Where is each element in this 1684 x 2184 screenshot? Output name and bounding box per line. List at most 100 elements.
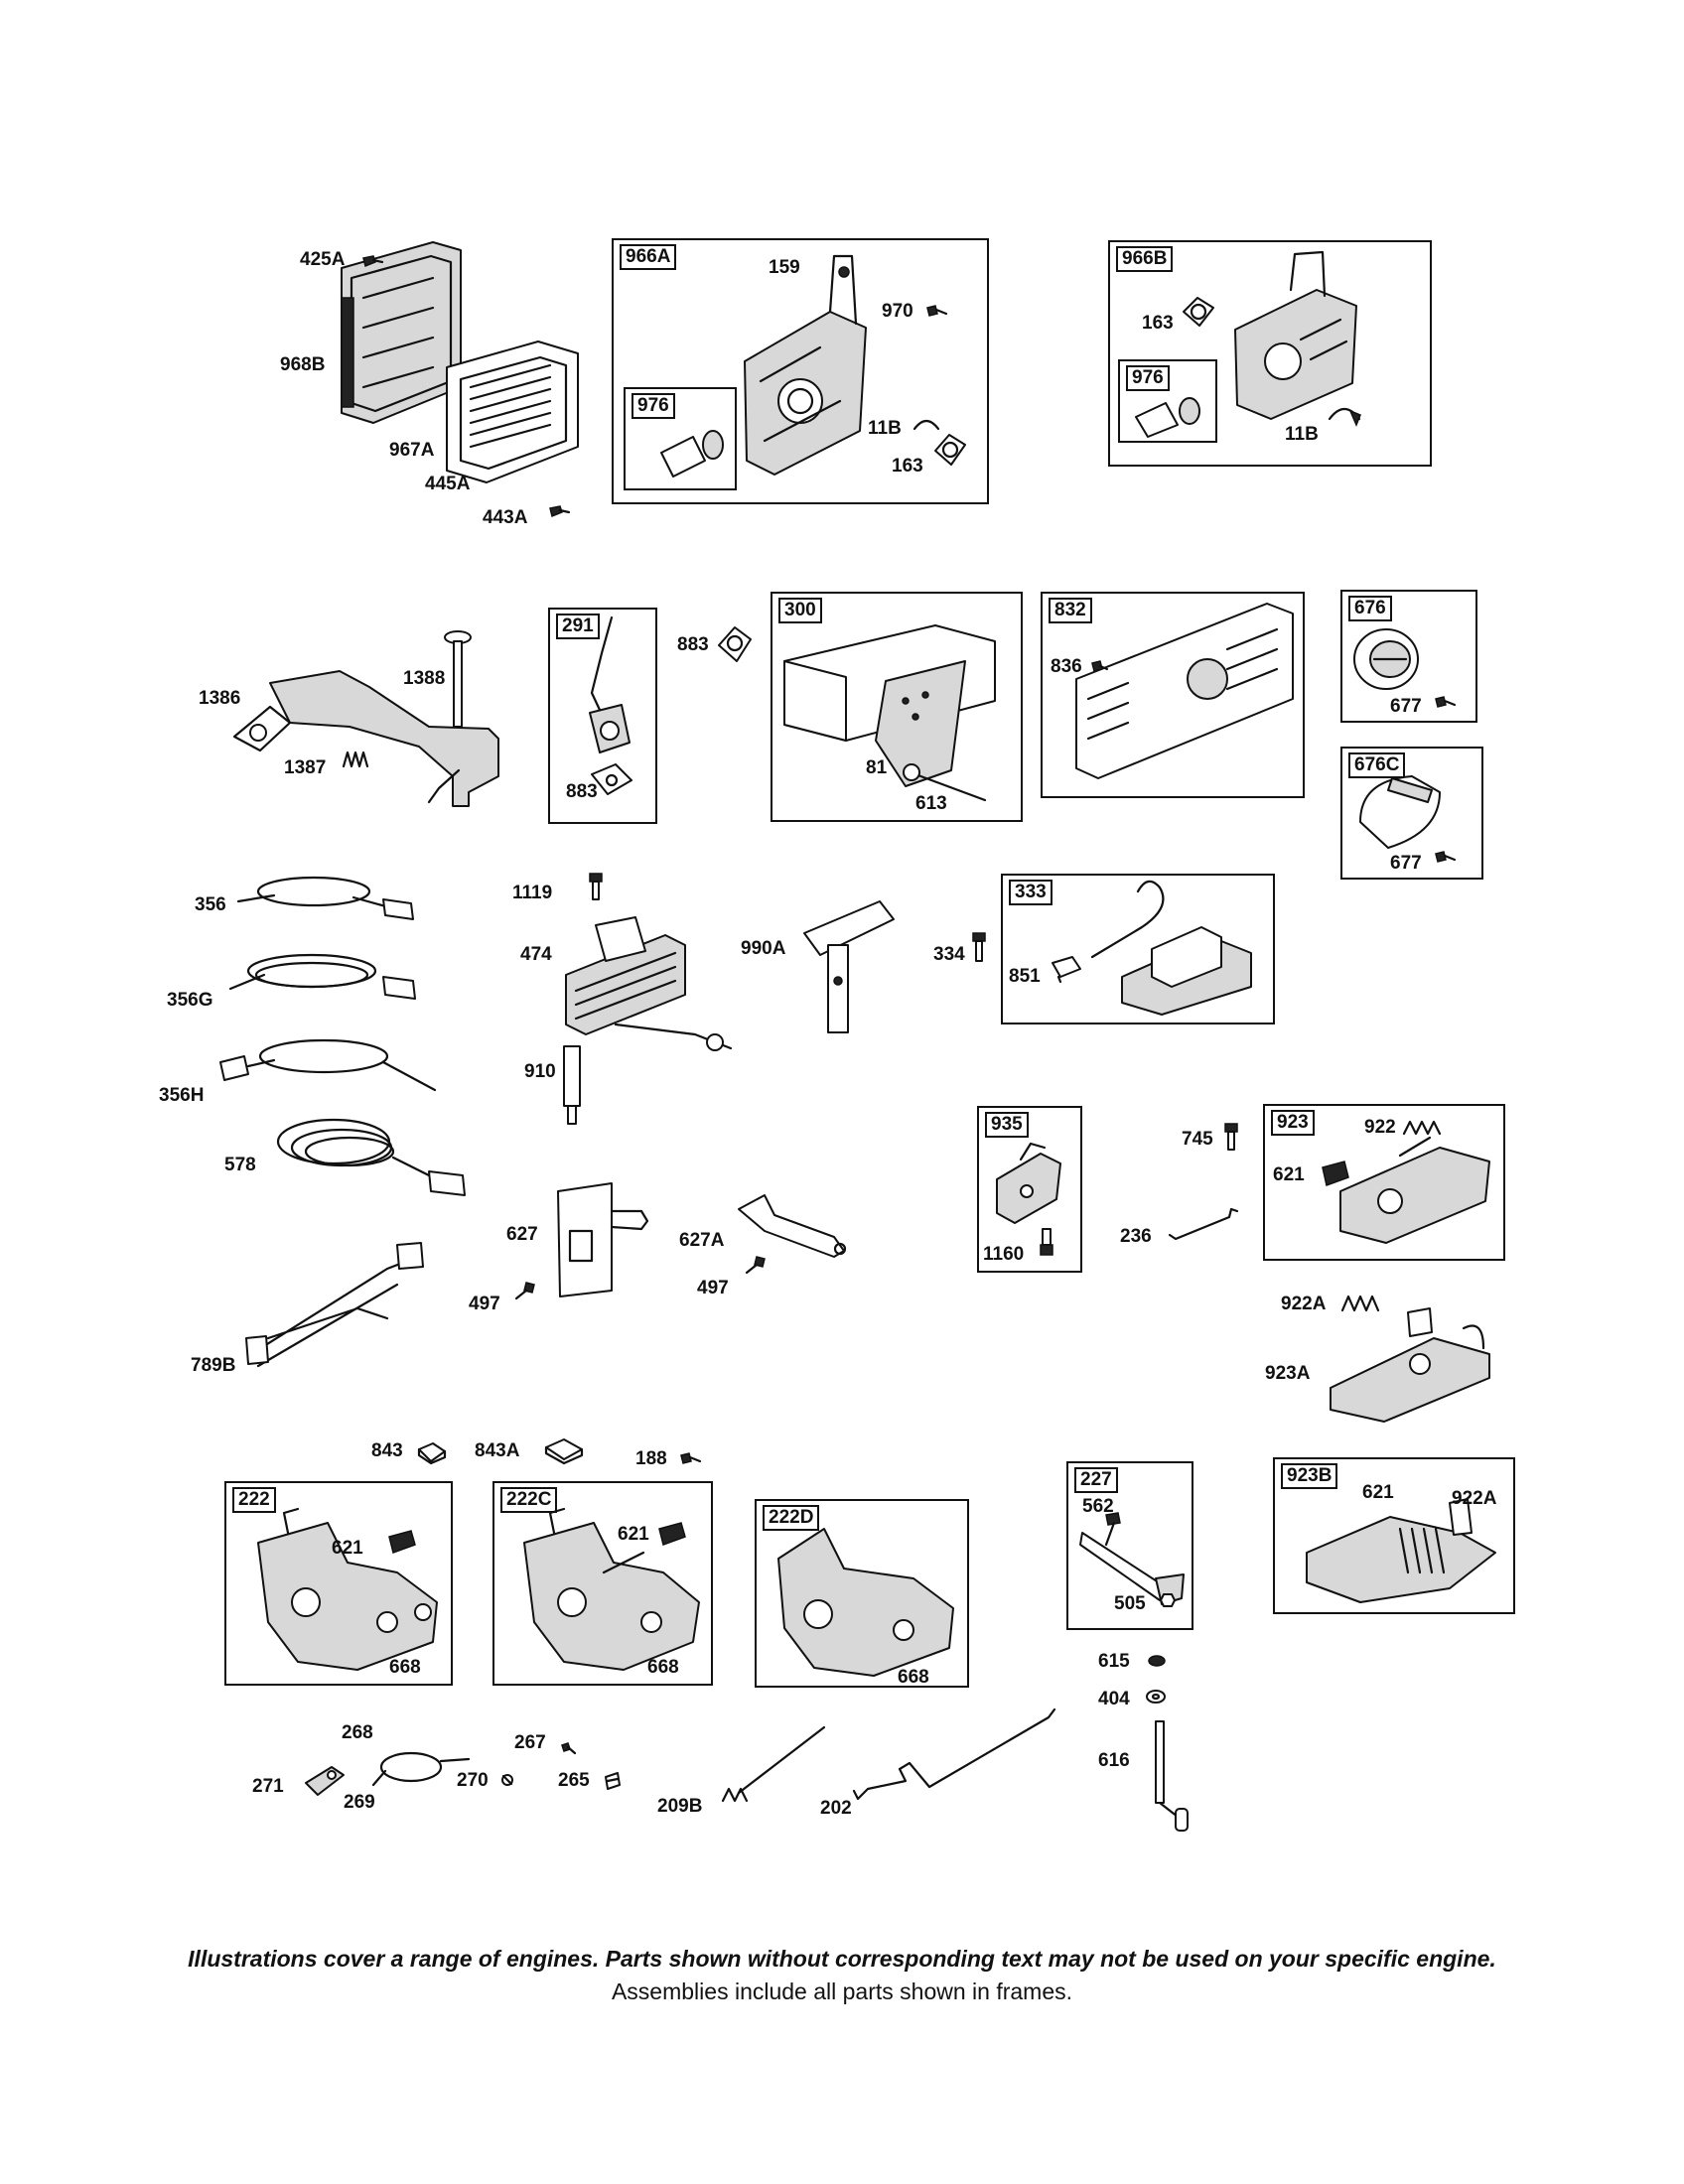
screw-497-a-drawing [512,1281,536,1300]
spacer-910-drawing [560,1044,584,1126]
clip-11b-a-drawing [912,417,941,433]
clip-270-drawing [500,1773,514,1787]
callout-1386: 1386 [199,688,241,709]
frame-label: 333 [1009,880,1052,905]
clip-621-a-drawing [1319,1160,1352,1189]
rod-202-drawing [850,1707,1058,1807]
screw-267-drawing [560,1741,577,1755]
block-843-drawing [417,1441,447,1465]
callout-265: 265 [558,1770,590,1791]
bracket-222d-drawing [765,1519,959,1678]
callout-967a: 967A [389,440,435,461]
bolt-1119-drawing [588,872,604,901]
guard-676-drawing [1350,623,1422,695]
bracket-271-drawing [302,1763,348,1799]
frame-label: 923 [1271,1110,1315,1136]
frame-966b: 966B [1108,240,1432,467]
frame-label: 227 [1074,1467,1118,1493]
screw-443a-drawing [548,504,571,518]
disclaimer-text: Illustrations cover a range of engines. … [188,1946,1496,1972]
callout-474: 474 [520,944,552,965]
callout-268: 268 [342,1722,373,1743]
screw-1160-drawing [1039,1227,1054,1257]
frame-222c: 222C [492,1481,713,1686]
callout-404: 404 [1098,1689,1130,1709]
heat-shield-832-drawing [1068,600,1297,782]
frame-676: 676 [1340,590,1477,723]
screw-970-drawing [925,304,948,320]
frame-label: 291 [556,614,600,639]
gasket-883-a-drawing [715,623,755,665]
callout-615: 615 [1098,1651,1130,1672]
connector-851-drawing [1051,953,1082,984]
screw-188-drawing [679,1451,702,1467]
link-236-drawing [1166,1205,1241,1241]
frame-label: 300 [778,598,822,623]
frame-label: 935 [985,1112,1029,1138]
callout-677-a: 677 [1390,696,1422,717]
handle-990a-drawing [800,897,900,1036]
bracket-222c-drawing [504,1503,703,1672]
callout-621-b: 621 [332,1538,363,1559]
callout-922a-a: 922A [1281,1294,1327,1314]
stop-switch-291-drawing [572,614,639,802]
air-filter-drawing [441,338,582,486]
callout-922: 922 [1364,1117,1396,1138]
muffler-300-drawing [776,621,1005,810]
callout-621-d: 621 [1362,1482,1394,1503]
callout-883-a: 883 [677,634,709,655]
frame-label: 676C [1348,752,1406,778]
wire-356g-drawing [224,949,429,1009]
callout-883-b: 883 [566,781,598,802]
washer-404-drawing [1146,1690,1166,1704]
screw-677-a-drawing [1434,695,1457,711]
callout-445a: 445A [425,474,471,494]
carburetor-base-966a-drawing [741,252,870,477]
wire-578-drawing [264,1102,489,1201]
wire-356h-drawing [214,1032,439,1094]
clip-11b-b-drawing [1327,403,1362,427]
bolt-745-drawing [1223,1122,1239,1152]
frame-227: 227 [1066,1461,1193,1630]
callout-270: 270 [457,1770,489,1791]
gasket-163-b-drawing [1180,294,1217,330]
assemblies-note: Assemblies include all parts shown in fr… [611,1979,1073,2004]
spring-922-drawing [1402,1118,1444,1140]
governor-control-923a-drawing [1325,1307,1495,1424]
callout-578: 578 [224,1155,256,1175]
callout-613: 613 [915,793,947,814]
callout-334: 334 [933,944,965,965]
callout-209b: 209B [657,1796,703,1817]
frame-label: 676 [1348,596,1392,621]
callout-668-b: 668 [647,1657,679,1678]
screw-497-b-drawing [743,1255,767,1275]
callout-910: 910 [524,1061,556,1082]
callout-269: 269 [344,1792,375,1813]
callout-621-c: 621 [618,1524,649,1545]
frame-976-b: 976 [1118,359,1217,443]
frame-832: 832 [1041,592,1305,798]
frame-label: 966A [620,244,677,270]
frame-291: 291 [548,608,657,824]
clip-621-b-drawing [385,1529,419,1557]
screw-836-drawing [1090,659,1109,675]
callout-627: 627 [506,1224,538,1245]
frame-label: 966B [1116,246,1174,272]
frame-label: 222 [232,1487,276,1513]
nut-505-drawing [1160,1592,1176,1608]
callout-271: 271 [252,1776,284,1797]
ignition-coil-333-drawing [1082,878,1259,1017]
frame-222d: 222D [755,1499,969,1688]
screw-677-b-drawing [1434,850,1457,866]
callout-836: 836 [1051,656,1082,677]
frame-label: 976 [1126,365,1170,391]
callout-11b-b: 11B [1285,424,1319,445]
callout-1387: 1387 [284,757,327,778]
frame-935: 935 [977,1106,1082,1273]
frame-label: 976 [632,393,675,419]
callout-159: 159 [769,257,800,278]
governor-control-923-drawing [1321,1132,1495,1245]
callout-356g: 356G [167,990,213,1011]
bracket-1386-drawing [230,667,510,808]
